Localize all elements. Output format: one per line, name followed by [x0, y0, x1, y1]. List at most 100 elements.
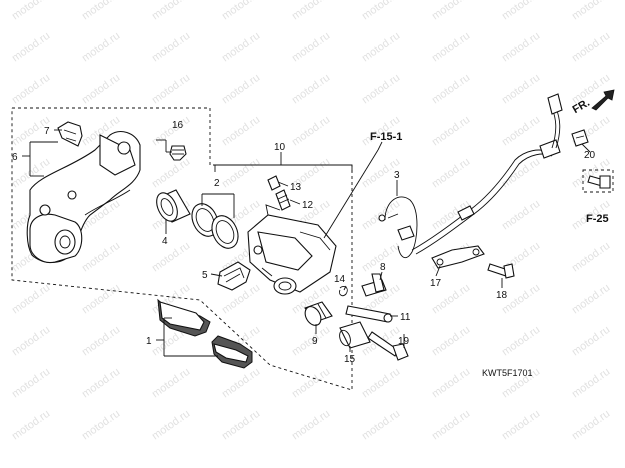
watermark-text: motod.ru [80, 240, 122, 275]
slide-pin-upper [361, 273, 387, 297]
pin-clip [339, 285, 348, 297]
label-11: 11 [400, 312, 411, 323]
watermark-text: motod.ru [10, 282, 52, 317]
label-7: 7 [44, 126, 50, 137]
wire-clamp-bracket [431, 245, 485, 269]
watermark-text: motod.ru [150, 30, 192, 65]
watermark-text: motod.ru [360, 408, 402, 443]
watermark-text: motod.ru [430, 30, 472, 65]
front-direction-arrow [591, 89, 615, 111]
watermark-text: motod.ru [430, 156, 472, 191]
watermark-text: motod.ru [500, 198, 542, 233]
label-9: 9 [312, 336, 318, 347]
watermark-text: motod.ru [360, 366, 402, 401]
caliper-bracket [26, 131, 141, 264]
label-6: 6 [12, 152, 18, 163]
ref-f25[interactable]: F-25 [586, 213, 609, 225]
watermark-text: motod.ru [220, 366, 262, 401]
pin-boot [57, 121, 83, 147]
sensor-clamp [571, 129, 589, 147]
watermark-text: motod.ru [570, 366, 612, 401]
watermark-text: motod.ru [500, 0, 542, 22]
watermark-text: motod.ru [430, 408, 472, 443]
label-5: 5 [202, 270, 208, 281]
watermark-text: motod.ru [10, 408, 52, 443]
pad-spring [217, 261, 251, 291]
watermark-layer: motod.ru motod.ru motod.ru motod.ru motod.ru… [10, 0, 612, 443]
watermark-text: motod.ru [430, 114, 472, 149]
watermark-text: motod.ru [10, 72, 52, 107]
watermark-text: motod.ru [150, 0, 192, 22]
label-14: 14 [334, 274, 346, 285]
bracket-assembly-outline [11, 107, 353, 391]
watermark-text: motod.ru [290, 0, 332, 22]
label-4: 4 [162, 236, 168, 247]
watermark-text: motod.ru [80, 324, 122, 359]
label-1: 1 [146, 336, 152, 347]
watermark-text: motod.ru [80, 72, 122, 107]
watermark-text: motod.ru [570, 408, 612, 443]
label-15: 15 [344, 354, 356, 365]
watermark-text: motod.ru [150, 72, 192, 107]
watermark-text: motod.ru [570, 0, 612, 22]
sensor-bolt [587, 175, 611, 189]
label-20: 20 [584, 150, 596, 161]
bleeder-cap [267, 175, 281, 191]
watermark-text: motod.ru [360, 0, 402, 22]
label-10: 10 [274, 142, 286, 153]
diagram-code: KWT5F1701 [482, 368, 533, 378]
watermark-text: motod.ru [360, 72, 402, 107]
label-3: 3 [394, 170, 400, 181]
caliper-body [247, 204, 337, 295]
pin-sleeve [339, 321, 371, 349]
caliper-piston [156, 189, 191, 223]
caliper-boot [304, 301, 333, 326]
watermark-text: motod.ru [570, 282, 612, 317]
watermark-text: motod.ru [500, 114, 542, 149]
clamp-bolt [487, 263, 515, 279]
watermark-text: motod.ru [430, 0, 472, 22]
label-19: 19 [398, 336, 410, 347]
watermark-text: motod.ru [150, 366, 192, 401]
watermark-text: motod.ru [290, 114, 332, 149]
watermark-text: motod.ru [220, 114, 262, 149]
label-8: 8 [380, 262, 386, 273]
piston-seal-set [191, 203, 239, 249]
label-13: 13 [290, 182, 302, 193]
watermark-text: motod.ru [80, 408, 122, 443]
label-18: 18 [496, 290, 508, 301]
watermark-text: motod.ru [500, 408, 542, 443]
label-12: 12 [302, 200, 314, 211]
watermark-text: motod.ru [500, 30, 542, 65]
ref-f15-1[interactable]: F-15-1 [370, 131, 402, 143]
watermark-text: motod.ru [570, 72, 612, 107]
watermark-text: motod.ru [430, 366, 472, 401]
watermark-text: motod.ru [150, 408, 192, 443]
speed-sensor-cable [378, 93, 563, 259]
watermark-text: motod.ru [430, 72, 472, 107]
watermark-text: motod.ru [220, 30, 262, 65]
watermark-text: motod.ru [80, 30, 122, 65]
watermark-text: motod.ru [220, 72, 262, 107]
watermark-text: motod.ru [150, 240, 192, 275]
f25-box [582, 169, 614, 193]
watermark-text: motod.ru [290, 408, 332, 443]
watermark-text: motod.ru [570, 324, 612, 359]
watermark-text: motod.ru [80, 282, 122, 317]
watermark-text: motod.ru [500, 72, 542, 107]
watermark-text: motod.ru [220, 408, 262, 443]
watermark-text: motod.ru [360, 30, 402, 65]
slide-pin-lower [345, 305, 393, 323]
watermark-text: motod.ru [220, 156, 262, 191]
watermark-text: motod.ru [220, 0, 262, 22]
watermark-text: motod.ru [10, 0, 52, 22]
watermark-text: motod.ru [290, 72, 332, 107]
watermark-text: motod.ru [290, 30, 332, 65]
watermark-text: motod.ru [150, 114, 192, 149]
watermark-text: motod.ru [10, 30, 52, 65]
label-2: 2 [214, 178, 220, 189]
leader-lines [22, 129, 591, 357]
watermark-text: motod.ru [10, 366, 52, 401]
bracket-pin-bolt [169, 145, 187, 161]
